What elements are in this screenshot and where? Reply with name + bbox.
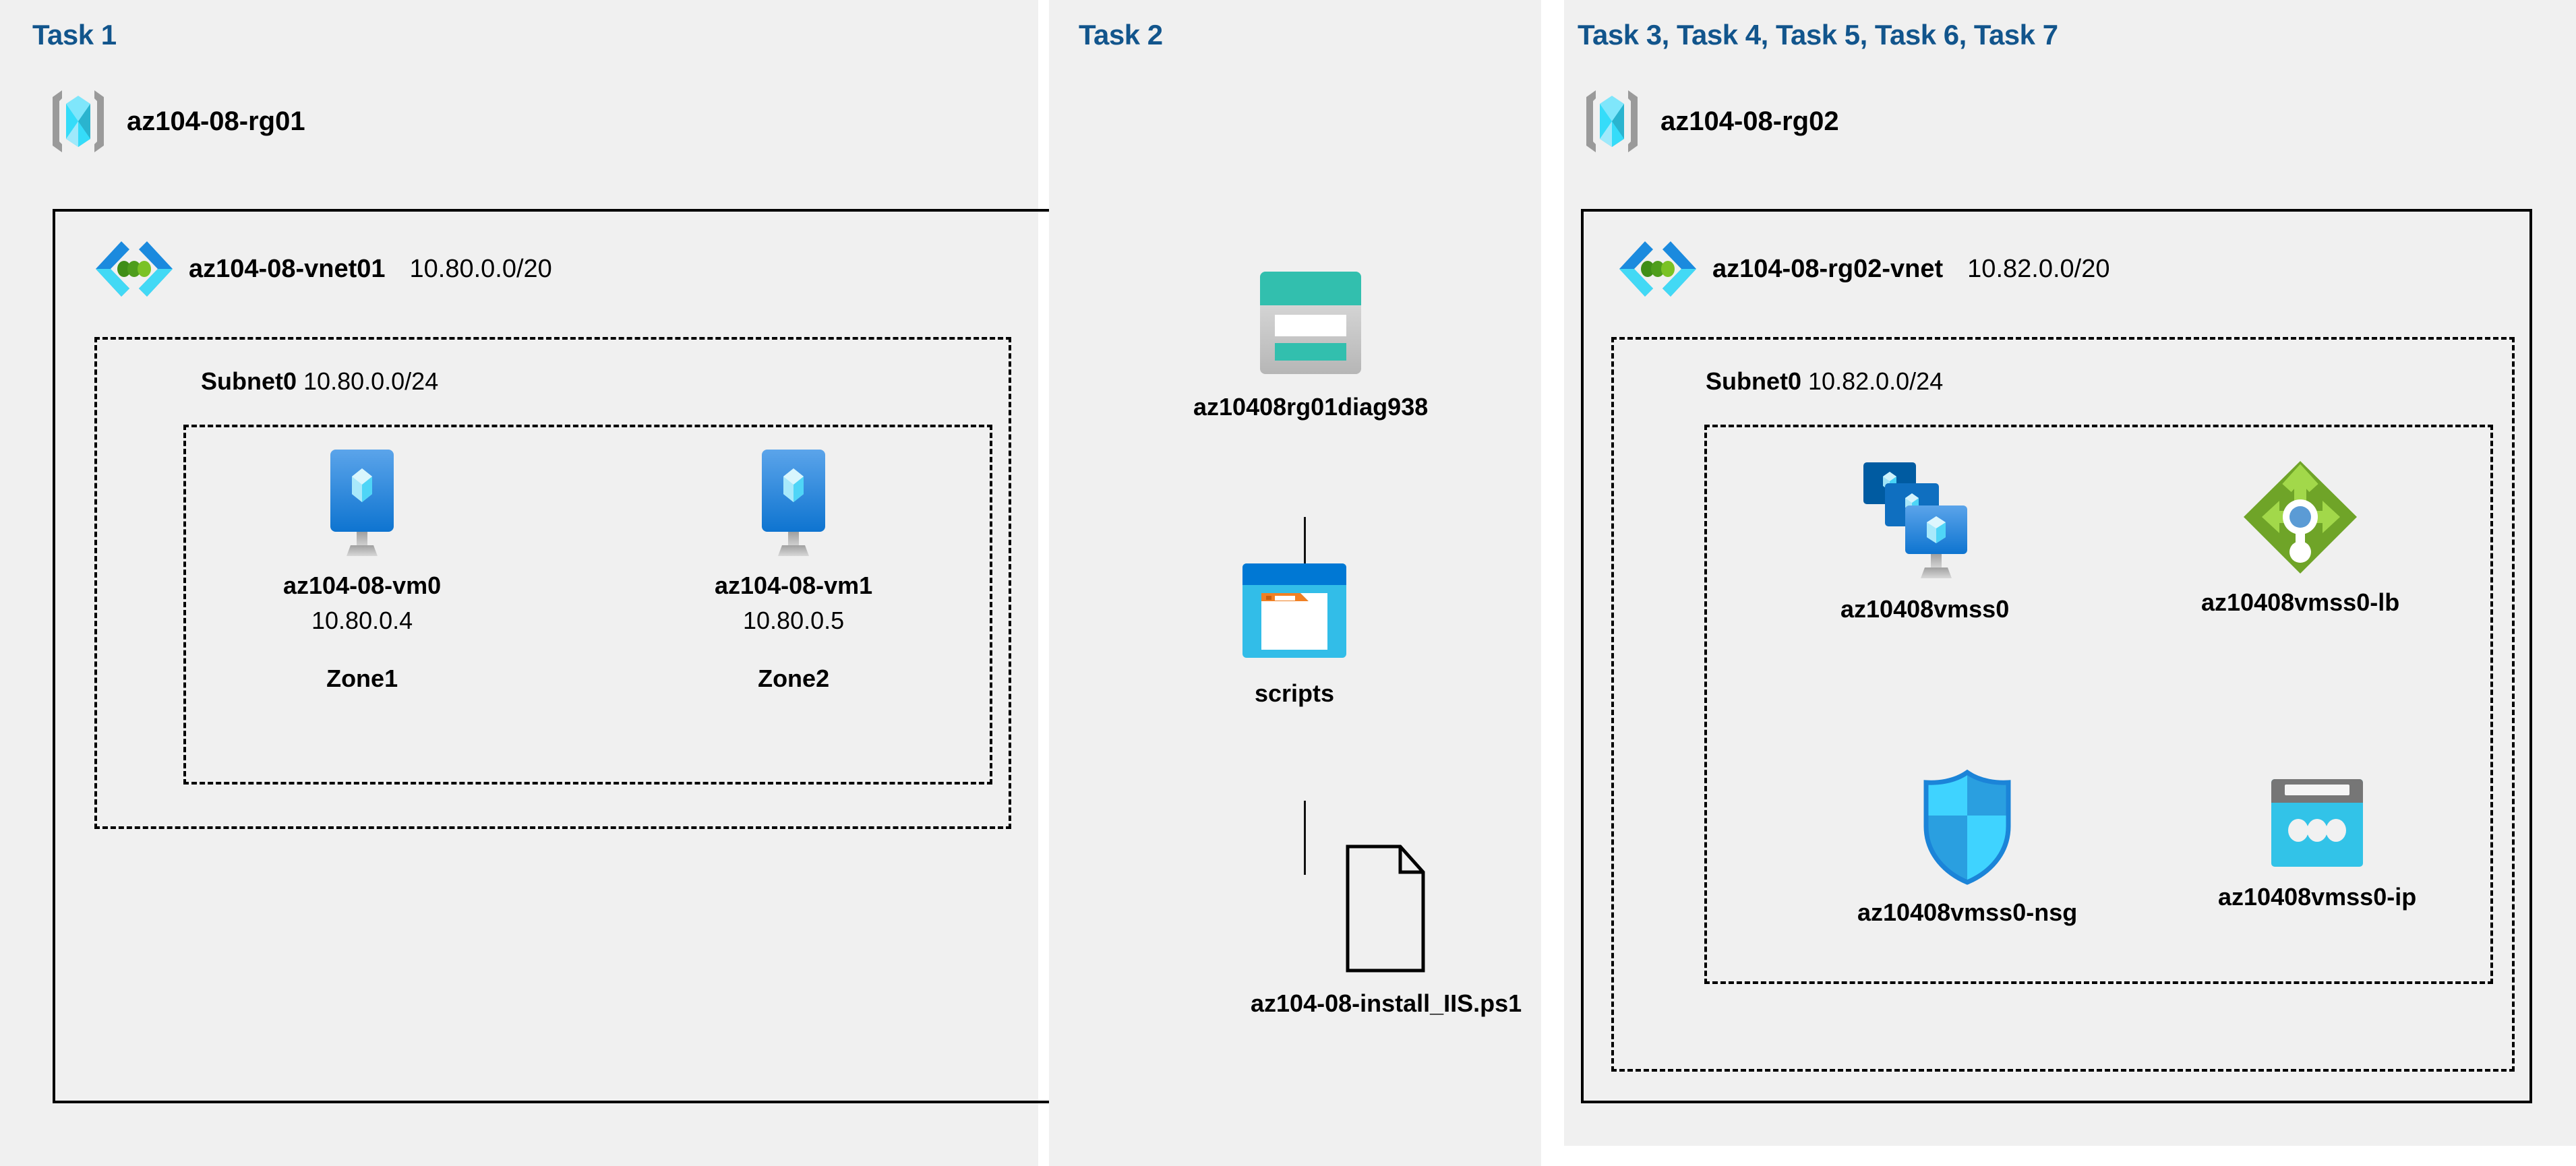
- subnet-name: Subnet0: [201, 367, 297, 395]
- resource-group-icon: [47, 86, 109, 156]
- vmss-name: az10408vmss0: [1840, 595, 2010, 623]
- vm-name: az104-08-vm1: [715, 572, 873, 599]
- subnet-label-right: Subnet0 10.82.0.0/24: [1706, 367, 1943, 396]
- vnet-name: az104-08-rg02-vnet: [1712, 254, 1944, 283]
- public-ip-address-icon: [2263, 775, 2371, 871]
- task1-heading: Task 1: [32, 19, 117, 51]
- vm-node-az104-08-vm0[interactable]: az104-08-vm0 10.80.0.4 Zone1: [283, 448, 441, 693]
- script-file-node[interactable]: az104-08-install_IIS.ps1: [1251, 842, 1522, 1018]
- rg02-vnet-container: [1581, 209, 2532, 1103]
- subnet0-container-right: [1611, 337, 2515, 1072]
- resource-group-label: az104-08-rg01: [127, 106, 305, 136]
- subnet-label-left: Subnet0 10.80.0.0/24: [201, 367, 438, 396]
- storage-account-icon: [1247, 266, 1375, 381]
- vm-zone: Zone2: [758, 665, 830, 692]
- virtual-machine-icon: [743, 448, 844, 559]
- task3-panel: [1564, 0, 2576, 1146]
- subnet-cidr: 10.80.0.0/24: [303, 367, 439, 395]
- resource-group-row-rg01: az104-08-rg01: [47, 86, 305, 156]
- blob-container-icon: [1237, 559, 1352, 667]
- nsg-name: az10408vmss0-nsg: [1857, 898, 2078, 926]
- vm-group-container: [183, 425, 992, 785]
- nsg-node[interactable]: az10408vmss0-nsg: [1857, 768, 2077, 927]
- virtual-machine-icon: [311, 448, 413, 559]
- connector-storage-to-scripts: [1304, 517, 1306, 591]
- vm-node-az104-08-vm1[interactable]: az104-08-vm1 10.80.0.5 Zone2: [715, 448, 872, 693]
- network-security-group-icon: [1917, 768, 2018, 886]
- vm-zone: Zone1: [326, 665, 398, 692]
- virtual-network-icon: [94, 237, 174, 301]
- vmss-group-container: [1704, 425, 2493, 984]
- subnet-name: Subnet0: [1706, 367, 1802, 395]
- task1-panel: [0, 0, 1038, 1166]
- load-balancer-node[interactable]: az10408vmss0-lb: [2201, 458, 2399, 617]
- task2-heading: Task 2: [1079, 19, 1163, 51]
- public-ip-name: az10408vmss0-ip: [2218, 883, 2417, 911]
- connector-scripts-to-script-file: [1304, 801, 1306, 875]
- resource-group-row-rg02: az104-08-rg02: [1581, 86, 1839, 156]
- load-balancer-icon: [2242, 458, 2360, 576]
- task3-heading: Task 3, Task 4, Task 5, Task 6, Task 7: [1578, 19, 2058, 51]
- subnet0-container-left: [94, 337, 1011, 829]
- vmss-node[interactable]: az10408vmss0: [1840, 458, 2009, 623]
- public-ip-node[interactable]: az10408vmss0-ip: [2218, 775, 2416, 911]
- resource-group-label: az104-08-rg02: [1660, 106, 1839, 136]
- vm-scale-set-icon: [1854, 458, 1996, 583]
- load-balancer-name: az10408vmss0-lb: [2201, 588, 2400, 616]
- blob-container-name: scripts: [1254, 679, 1335, 707]
- vnet-cidr: 10.82.0.0/20: [1967, 254, 2110, 283]
- script-file-name: az104-08-install_IIS.ps1: [1251, 989, 1522, 1017]
- script-file-icon: [1336, 842, 1437, 977]
- subnet-cidr: 10.82.0.0/24: [1808, 367, 1944, 395]
- vnet-cidr: 10.80.0.0/20: [409, 254, 552, 283]
- blob-container-node[interactable]: scripts: [1237, 559, 1352, 708]
- vnet-header-rg02-vnet: az104-08-rg02-vnet 10.82.0.0/20: [1618, 237, 2109, 301]
- vm-ip: 10.80.0.4: [311, 607, 413, 634]
- vnet-header-vnet01: az104-08-vnet01 10.80.0.0/20: [94, 237, 552, 301]
- vnet-name: az104-08-vnet01: [189, 254, 386, 283]
- vm-name: az104-08-vm0: [283, 572, 442, 599]
- storage-account-name: az10408rg01diag938: [1193, 393, 1429, 421]
- resource-group-icon: [1581, 86, 1643, 156]
- vm-ip: 10.80.0.5: [743, 607, 845, 634]
- storage-account-node[interactable]: az10408rg01diag938: [1193, 266, 1428, 421]
- virtual-network-icon: [1618, 237, 1698, 301]
